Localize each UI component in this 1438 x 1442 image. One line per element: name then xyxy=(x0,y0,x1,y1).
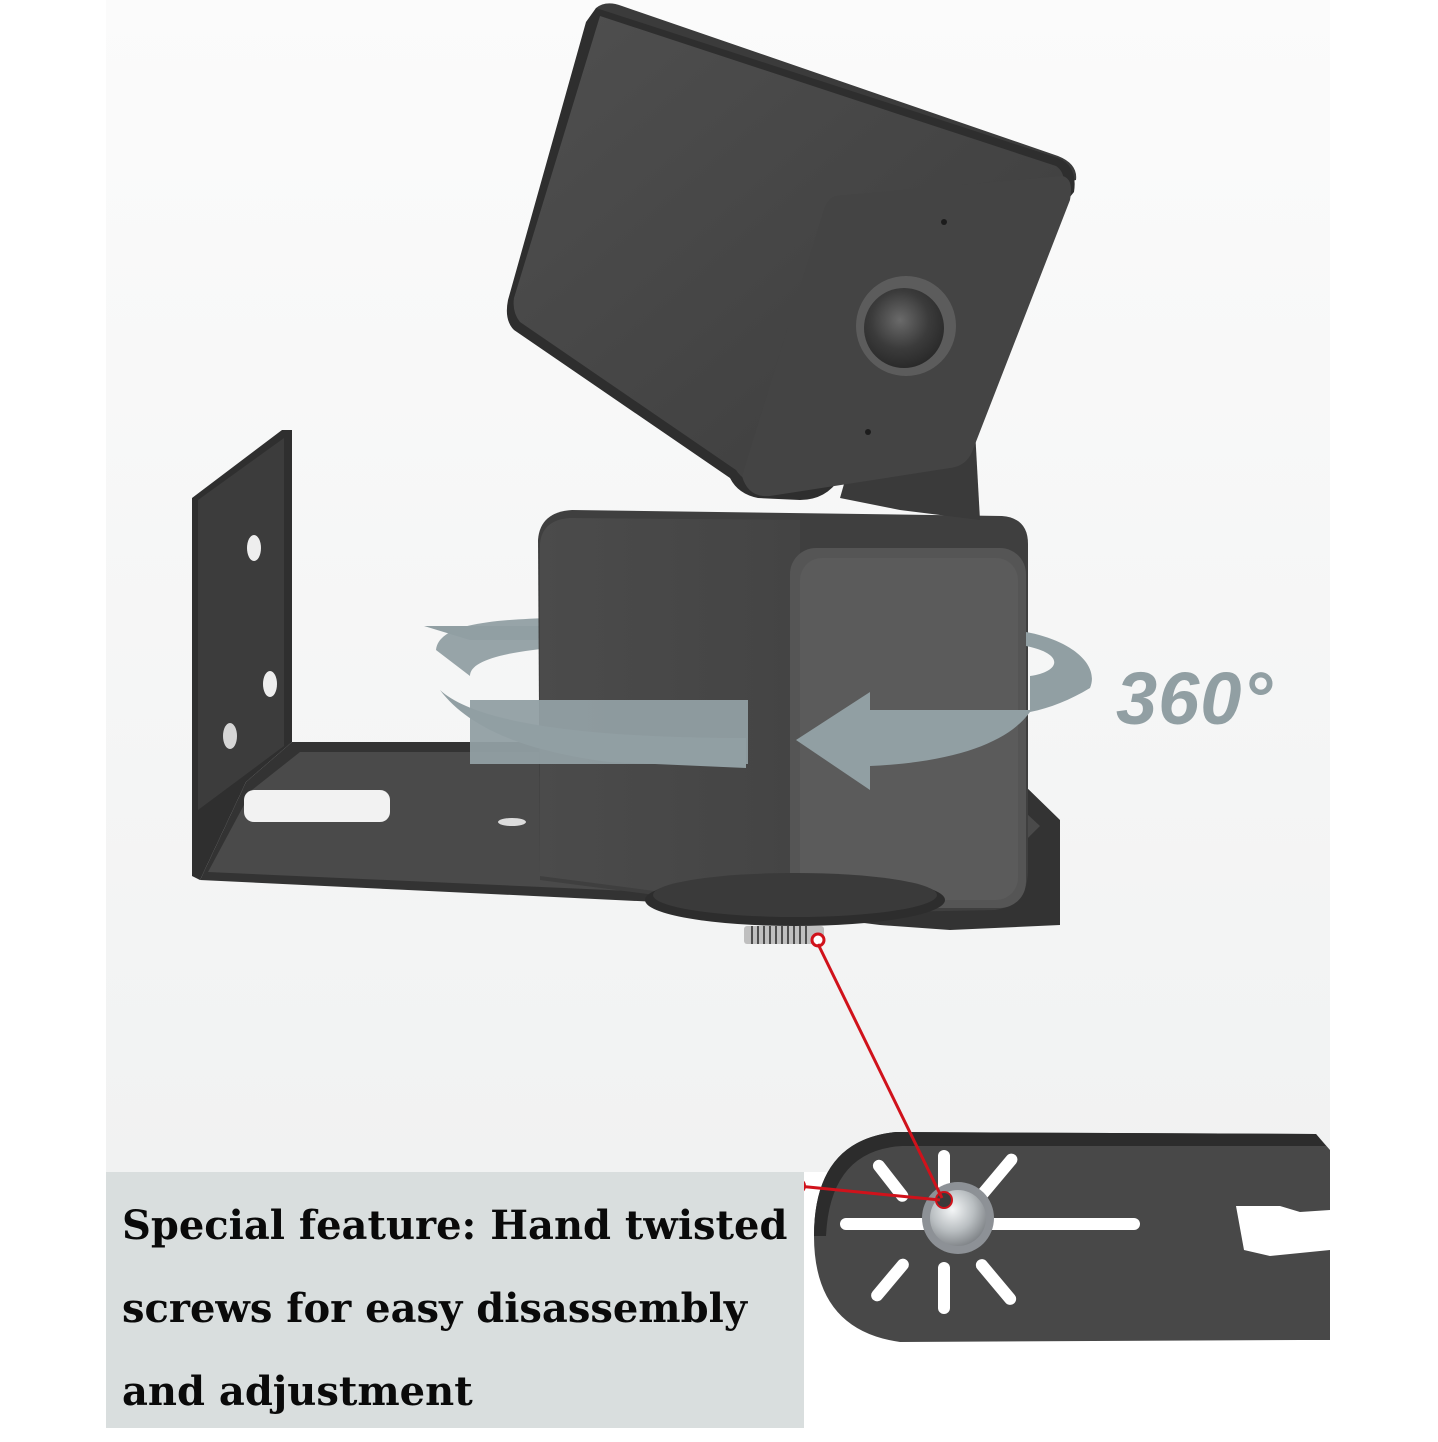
feature-callout-text: Special feature: Hand twisted screws for… xyxy=(122,1202,788,1415)
rotation-label: 360° xyxy=(1116,657,1274,740)
camera-lens xyxy=(864,288,944,368)
camera-unit xyxy=(506,3,1077,500)
feature-callout-box: Special feature: Hand twisted screws for… xyxy=(106,1172,804,1428)
mic-hole xyxy=(865,429,871,435)
bracket-hole xyxy=(263,671,277,697)
bracket-hole xyxy=(223,723,237,749)
bracket-slot xyxy=(244,790,390,822)
detail-cutout xyxy=(1236,1206,1330,1256)
rotation-arrow-front xyxy=(440,632,1092,790)
detail-bracket-view xyxy=(814,1132,1330,1342)
thumb-screw xyxy=(744,926,826,948)
mic-hole xyxy=(941,219,947,225)
bracket-hole xyxy=(247,535,261,561)
